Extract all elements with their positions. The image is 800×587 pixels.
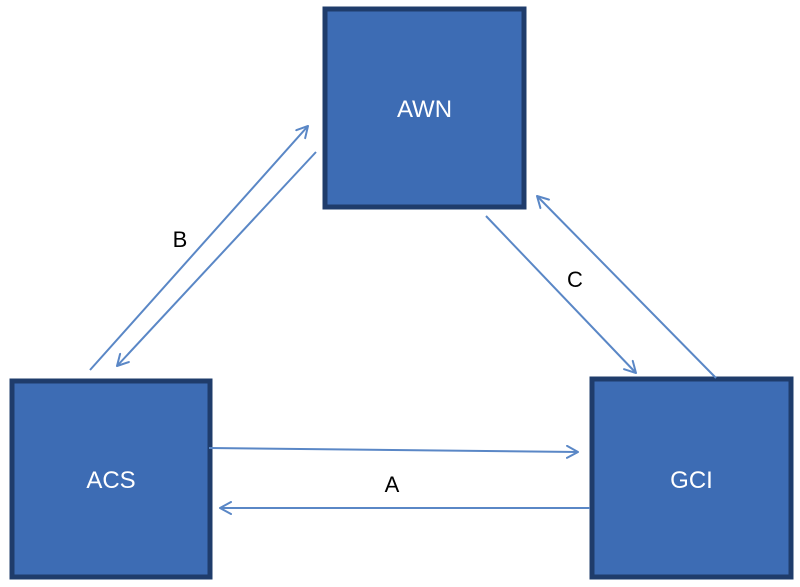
node-gci: GCI bbox=[589, 376, 794, 580]
node-acs: ACS bbox=[9, 378, 213, 580]
edge-b-forward-arrow bbox=[89, 125, 309, 371]
edge-a: A bbox=[208, 444, 590, 515]
edge-b-label: B bbox=[173, 227, 188, 252]
edge-c-label: C bbox=[567, 267, 583, 292]
edge-a-forward-arrow bbox=[208, 444, 579, 459]
edge-b-return-arrow bbox=[115, 151, 317, 367]
node-gci-box bbox=[589, 376, 794, 580]
edge-c-return-arrow bbox=[536, 195, 717, 379]
node-awn: AWN bbox=[322, 6, 527, 210]
node-awn-box bbox=[322, 6, 527, 210]
edge-c-forward-arrow bbox=[485, 215, 637, 374]
node-acs-label: ACS bbox=[86, 467, 135, 494]
edge-b: B bbox=[89, 125, 317, 371]
node-gci-label: GCI bbox=[670, 467, 713, 494]
edge-c: C bbox=[485, 195, 717, 379]
node-acs-box bbox=[9, 378, 213, 580]
node-awn-label: AWN bbox=[397, 96, 452, 123]
edge-a-label: A bbox=[385, 472, 400, 497]
